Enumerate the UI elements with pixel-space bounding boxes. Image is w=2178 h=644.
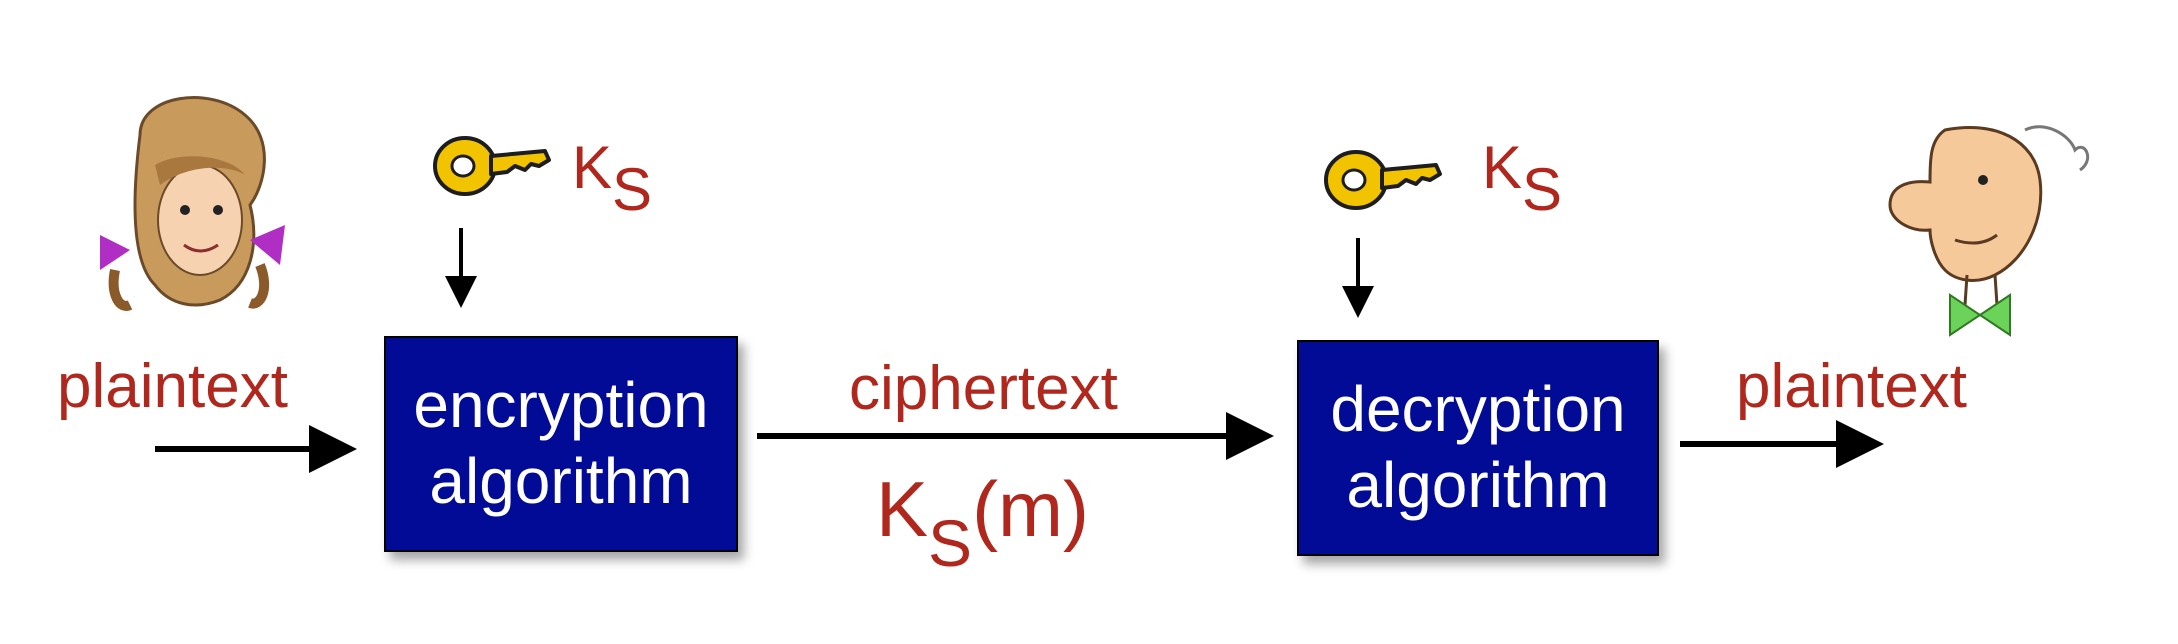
key-label-encrypt: KS — [572, 138, 652, 220]
key-label-decrypt: KS — [1482, 138, 1562, 220]
woman-face-icon — [100, 96, 285, 311]
decryption-algorithm-box: decryption algorithm — [1297, 340, 1659, 556]
key-icon — [433, 136, 551, 196]
plaintext-output-label: plaintext — [1736, 352, 1967, 421]
key-subscript: S — [1522, 156, 1563, 223]
key-symbol: K — [876, 465, 929, 553]
ciphertext-expression: KS(m) — [876, 470, 1089, 576]
man-face-icon — [1888, 125, 2090, 337]
key-symbol: K — [1482, 134, 1523, 201]
key-symbol: K — [572, 134, 613, 201]
box-line-2: algorithm — [429, 445, 693, 517]
key-icon — [1324, 150, 1442, 210]
key-subscript: S — [612, 156, 653, 223]
box-line-2: algorithm — [1346, 449, 1610, 521]
message-argument: (m) — [972, 465, 1089, 553]
ciphertext-label: ciphertext — [849, 354, 1118, 423]
box-line-1: encryption — [413, 369, 709, 442]
plaintext-input-label: plaintext — [57, 352, 288, 421]
encryption-algorithm-box: encryption algorithm — [384, 336, 738, 552]
key-subscript: S — [928, 506, 973, 580]
box-line-1: decryption — [1330, 373, 1626, 446]
